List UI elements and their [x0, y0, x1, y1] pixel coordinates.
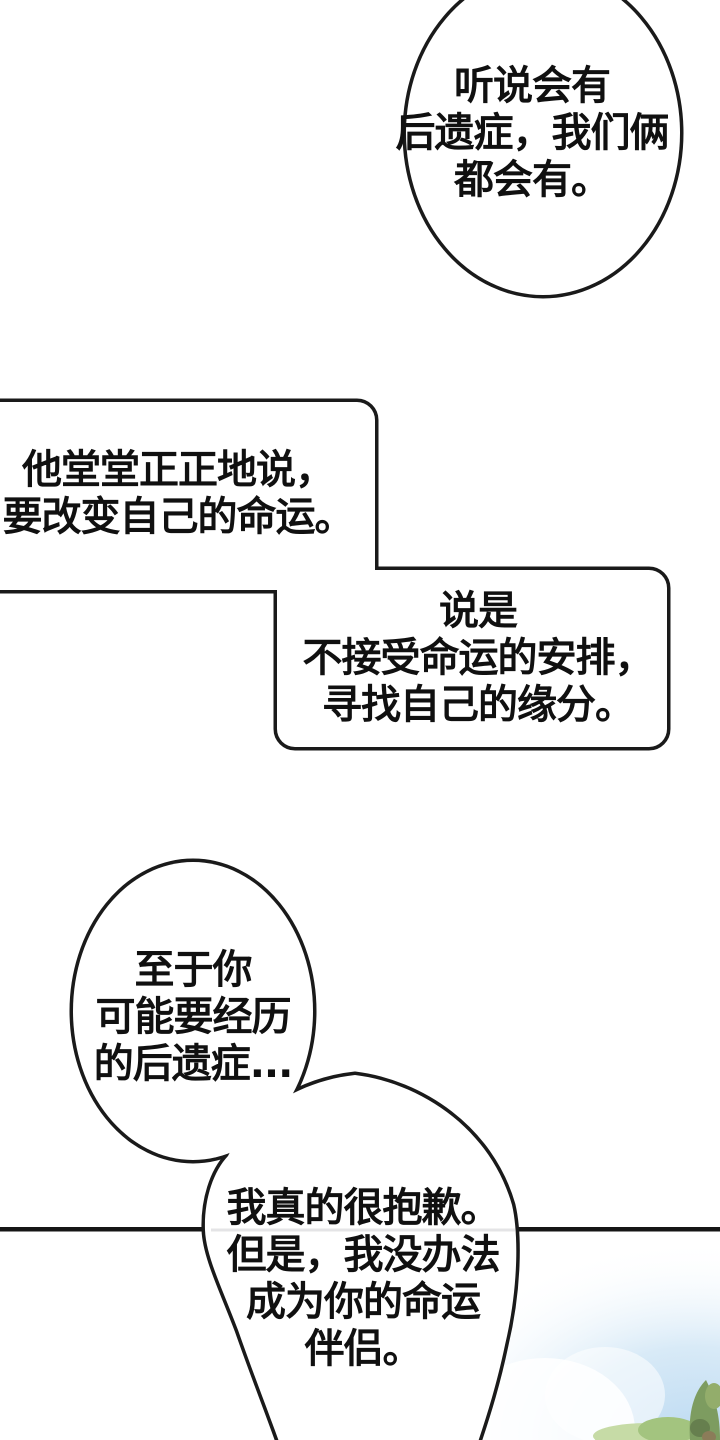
- divider-line-through-bubble: [211, 1228, 515, 1232]
- speech-bubble-bottom-text: 我真的很抱歉。 但是，我没办法 成为你的命运 伴侣。: [183, 1185, 543, 1373]
- dialogue-line: 但是，我没办法: [226, 1232, 501, 1278]
- dialogue-line: 至于你: [134, 947, 253, 993]
- dialogue-line: 要改变自己的命运。: [2, 494, 355, 540]
- dialogue-line: 不接受命运的安排，: [302, 635, 655, 681]
- dialogue-line: 成为你的命运: [246, 1279, 481, 1325]
- dialogue-line: 寻找自己的缘分。: [322, 682, 635, 728]
- dialogue-line: 后遗症，我们俩: [395, 110, 670, 156]
- speech-bubble-bottom-fill: [204, 1075, 517, 1440]
- dialogue-line: 说是: [439, 588, 518, 634]
- speech-bubble-fills: [0, 0, 680, 1440]
- speech-bubble-small-text: 至于你 可能要经历 的后遗症...: [43, 947, 343, 1088]
- dialogue-line: 都会有。: [454, 157, 611, 203]
- dialogue-line: 他堂堂正正地说，: [22, 447, 335, 493]
- speech-bubble-left-fill: [0, 402, 375, 590]
- speech-bubble-right-text: 说是 不接受命运的安排， 寻找自己的缘分。: [298, 587, 658, 728]
- dialogue-line: 伴侣。: [304, 1326, 423, 1372]
- dialogue-line: 我真的很抱歉。: [226, 1185, 501, 1231]
- speech-bubble-left-text: 他堂堂正正地说， 要改变自己的命运。: [0, 447, 356, 541]
- dialogue-line: 的后遗症...: [93, 1041, 294, 1087]
- speech-bubble-right-fill: [277, 570, 667, 747]
- tree-highlight: [705, 1383, 720, 1409]
- cloud: [545, 1347, 665, 1440]
- dialogue-line: 听说会有: [454, 63, 611, 109]
- foliage-brown: [702, 1431, 716, 1440]
- speech-bubble-small-fill: [73, 862, 313, 1160]
- speech-bubble-top-fill: [406, 0, 680, 295]
- speech-bubble-top-text: 听说会有 后遗症，我们俩 都会有。: [372, 63, 692, 204]
- dialogue-line: 可能要经历: [95, 994, 292, 1040]
- foliage-mid: [638, 1417, 698, 1440]
